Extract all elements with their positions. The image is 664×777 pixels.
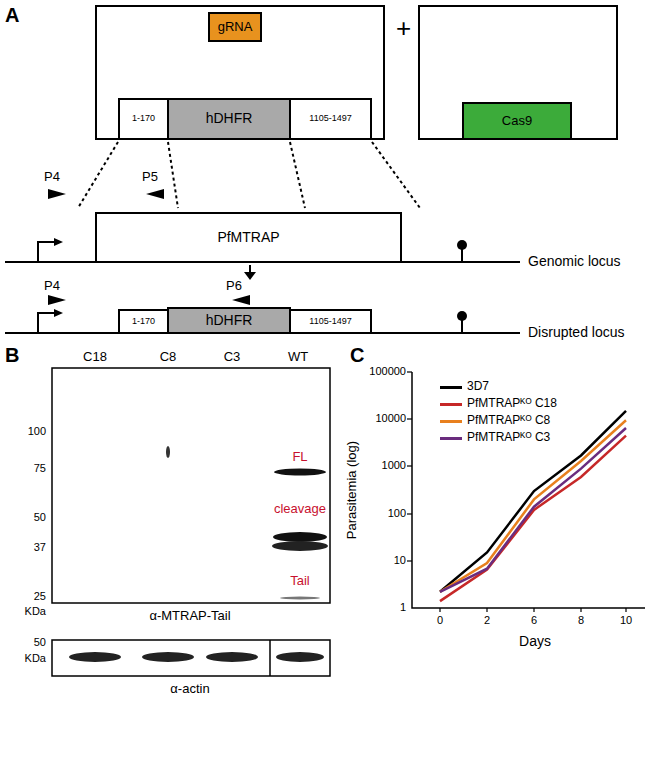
legend-text: PfMTRAPᴷᴼ C18 xyxy=(467,397,557,410)
label-text: 10000 xyxy=(375,412,406,424)
genomic-locus-art xyxy=(5,189,520,262)
label-text: FL xyxy=(292,450,307,464)
label-text: P4 xyxy=(44,279,60,293)
panel-letter: B xyxy=(5,344,19,366)
node-text: PfMTRAP xyxy=(217,230,279,245)
label-text: 25 xyxy=(34,590,46,602)
panel-letter: C xyxy=(350,344,364,366)
label-text: 10 xyxy=(394,554,406,566)
label-text: C8 xyxy=(160,350,177,364)
legend-text: 3D7 xyxy=(467,380,489,393)
western-blot xyxy=(52,368,330,676)
node-text: 1-170 xyxy=(132,114,155,124)
homology-dotted-lines xyxy=(78,142,420,208)
label-text: Disrupted locus xyxy=(528,325,625,340)
label-text: α-MTRAP-Tail xyxy=(149,609,230,623)
label-text: C18 xyxy=(83,350,107,364)
homology-arm-box: 1105-1497 xyxy=(289,98,372,140)
homology-arm-box: 1-170 xyxy=(118,98,169,140)
legend-swatch xyxy=(440,403,462,406)
node-text: Cas9 xyxy=(502,114,532,128)
panel-letter: A xyxy=(5,4,19,26)
label-text: P5 xyxy=(142,170,158,184)
label-text: + xyxy=(396,14,411,43)
homology-arm-box: 1105-1497 xyxy=(289,309,372,334)
legend-swatch xyxy=(440,437,462,440)
node-text: hDHFR xyxy=(206,313,253,328)
label-text: cleavage xyxy=(274,502,326,516)
label-text: 2 xyxy=(484,614,490,626)
legend-swatch xyxy=(440,420,462,423)
label-text: KDa xyxy=(25,605,46,617)
label-text: C3 xyxy=(224,350,241,364)
data-line xyxy=(440,436,626,601)
label-text: Tail xyxy=(290,574,310,588)
label-text: 50 xyxy=(34,636,46,648)
node-text: gRNA xyxy=(218,20,253,34)
cas9-box: Cas9 xyxy=(462,102,572,140)
label-text: 6 xyxy=(531,614,537,626)
label-text: 75 xyxy=(34,462,46,474)
node-text: 1105-1497 xyxy=(309,317,351,327)
legend-swatch xyxy=(440,386,462,389)
node-text: 1-170 xyxy=(132,317,155,327)
label-text: Genomic locus xyxy=(528,254,621,269)
label-text: 100 xyxy=(28,425,46,437)
growth-chart xyxy=(407,372,645,612)
data-line xyxy=(440,420,626,592)
label-text: WT xyxy=(288,350,308,364)
label-text: P6 xyxy=(226,279,242,293)
label-text: KDa xyxy=(25,652,46,664)
legend-text: PfMTRAPᴷᴼ C8 xyxy=(467,414,550,427)
legend-text: PfMTRAPᴷᴼ C3 xyxy=(467,431,550,444)
label-text: 100000 xyxy=(369,365,406,377)
hdhfr-box: hDHFR xyxy=(167,98,291,140)
plasmid-box: Cas9 xyxy=(418,5,618,140)
label-text: 37 xyxy=(34,541,46,553)
label-text: 0 xyxy=(437,614,443,626)
label-text: 10 xyxy=(620,614,632,626)
disrupted-locus-art xyxy=(5,295,520,333)
plasmid-box: gRNA 1-170 hDHFR 1105-1497 xyxy=(95,5,385,140)
node-text: 1105-1497 xyxy=(309,114,351,124)
hdhfr-box: hDHFR xyxy=(167,307,291,334)
data-line xyxy=(440,411,626,592)
label-text: 50 xyxy=(34,511,46,523)
label-text: 8 xyxy=(578,614,584,626)
label-text: α-actin xyxy=(170,682,209,696)
label-text: 100 xyxy=(388,507,406,519)
grna-box: gRNA xyxy=(208,12,262,42)
label-text: P4 xyxy=(44,170,60,184)
label-text: 1000 xyxy=(382,459,406,471)
data-line xyxy=(440,428,626,592)
gene-box: PfMTRAP xyxy=(95,212,402,263)
label-text: Parasitemia (log) xyxy=(345,441,359,539)
node-text: hDHFR xyxy=(206,111,253,126)
label-text: Days xyxy=(519,634,551,649)
label-text: 1 xyxy=(400,601,406,613)
locus-arrow xyxy=(244,265,256,280)
homology-arm-box: 1-170 xyxy=(118,309,169,334)
